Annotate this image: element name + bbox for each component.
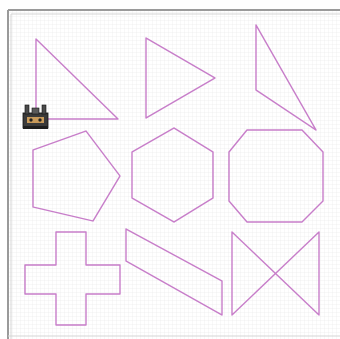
robot-turtle-icon[interactable]	[23, 105, 48, 129]
